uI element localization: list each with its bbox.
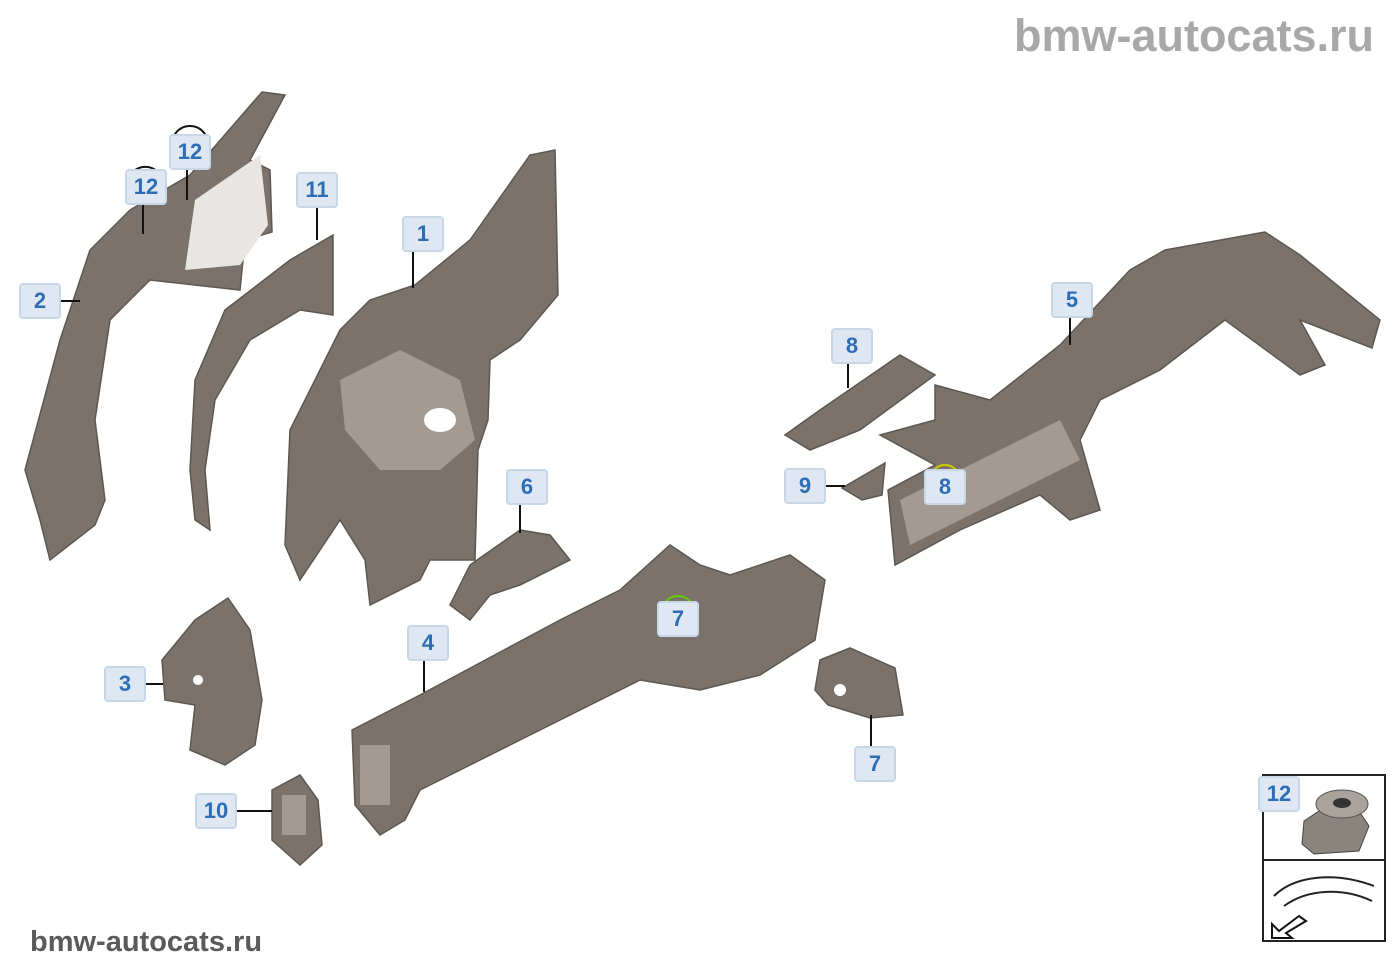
watermark-top: bmw-autocats.ru	[1013, 10, 1374, 61]
callout-2[interactable]: 2	[19, 283, 61, 319]
callout-3[interactable]: 3	[104, 666, 146, 702]
callout-5[interactable]: 5	[1051, 282, 1093, 318]
watermark-bottom: bmw-autocats.ru	[30, 926, 263, 958]
nut-icon	[1271, 789, 1375, 939]
callout-8-lower[interactable]: 8	[924, 469, 966, 505]
part-3-bracket[interactable]	[161, 596, 263, 766]
part-2-upper-member[interactable]	[24, 91, 287, 562]
part-9-bracket[interactable]	[840, 461, 886, 501]
callout-7-upper[interactable]: 7	[657, 601, 699, 637]
part-8-plate[interactable]	[783, 354, 937, 451]
callout-4[interactable]: 4	[407, 625, 449, 661]
part-5-rear-member[interactable]	[878, 231, 1381, 567]
part-10-end-plate[interactable]	[271, 774, 323, 867]
part-4-side-member[interactable]	[351, 544, 826, 836]
callout-1[interactable]: 1	[402, 216, 444, 252]
part-7-bracket[interactable]	[814, 647, 904, 719]
inset-divider	[1264, 859, 1384, 861]
nut-inset-box	[1262, 774, 1386, 942]
callout-6[interactable]: 6	[506, 469, 548, 505]
callout-9[interactable]: 9	[784, 468, 826, 504]
callout-7-lower[interactable]: 7	[854, 746, 896, 782]
part-1-strut-tower[interactable]	[284, 149, 559, 607]
callout-12-inset[interactable]: 12	[1258, 776, 1300, 812]
callout-11[interactable]: 11	[296, 172, 338, 208]
part-11-inner-arch[interactable]	[189, 233, 334, 532]
callout-12-left[interactable]: 12	[125, 169, 167, 205]
callout-10[interactable]: 10	[195, 793, 237, 829]
part-6-bracket[interactable]	[449, 529, 572, 622]
callout-12-right[interactable]: 12	[169, 134, 211, 170]
callout-8-upper[interactable]: 8	[831, 328, 873, 364]
